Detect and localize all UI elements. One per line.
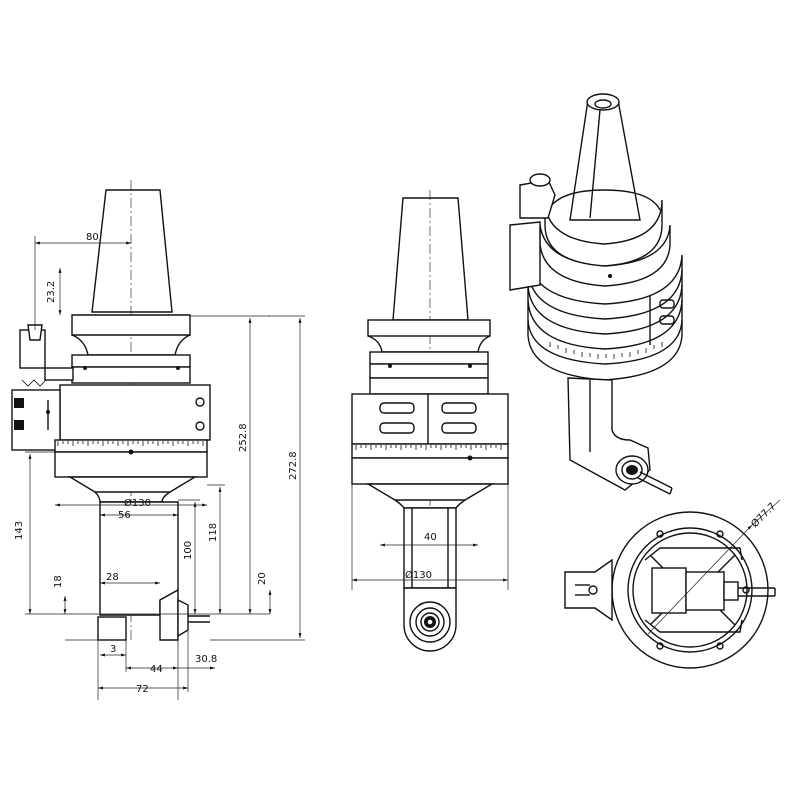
dim-118: 118 xyxy=(208,523,219,542)
isometric-view xyxy=(509,93,683,495)
dim-20: 20 xyxy=(257,572,268,585)
dim-130: Ø130 xyxy=(124,497,151,509)
dim-40: 40 xyxy=(424,532,437,543)
bottom-view: Ø77.7 xyxy=(564,499,781,669)
front-view xyxy=(351,190,509,652)
dim-80: 80 xyxy=(86,232,99,243)
side-view-dimensions: 80 23.2 252.8 272.8 Ø130 56 143 100 118 … xyxy=(14,232,305,700)
side-view xyxy=(11,180,211,641)
front-view-dimensions: 40 Ø130 xyxy=(351,484,509,590)
dim-3: 3 xyxy=(110,644,116,655)
dim-56: 56 xyxy=(118,510,131,521)
dim-272-8: 272.8 xyxy=(288,451,299,480)
dim-44: 44 xyxy=(150,664,163,675)
dim-front-130: Ø130 xyxy=(405,569,432,581)
dim-143: 143 xyxy=(14,521,25,540)
dim-30-8: 30.8 xyxy=(195,654,217,665)
dim-252-8: 252.8 xyxy=(238,423,249,452)
dim-77-7: Ø77.7 xyxy=(749,500,779,530)
dim-28: 28 xyxy=(106,572,119,583)
dim-100: 100 xyxy=(183,541,194,560)
dim-18: 18 xyxy=(53,575,64,588)
dim-72: 72 xyxy=(136,684,149,695)
dim-23-2: 23.2 xyxy=(46,281,57,303)
